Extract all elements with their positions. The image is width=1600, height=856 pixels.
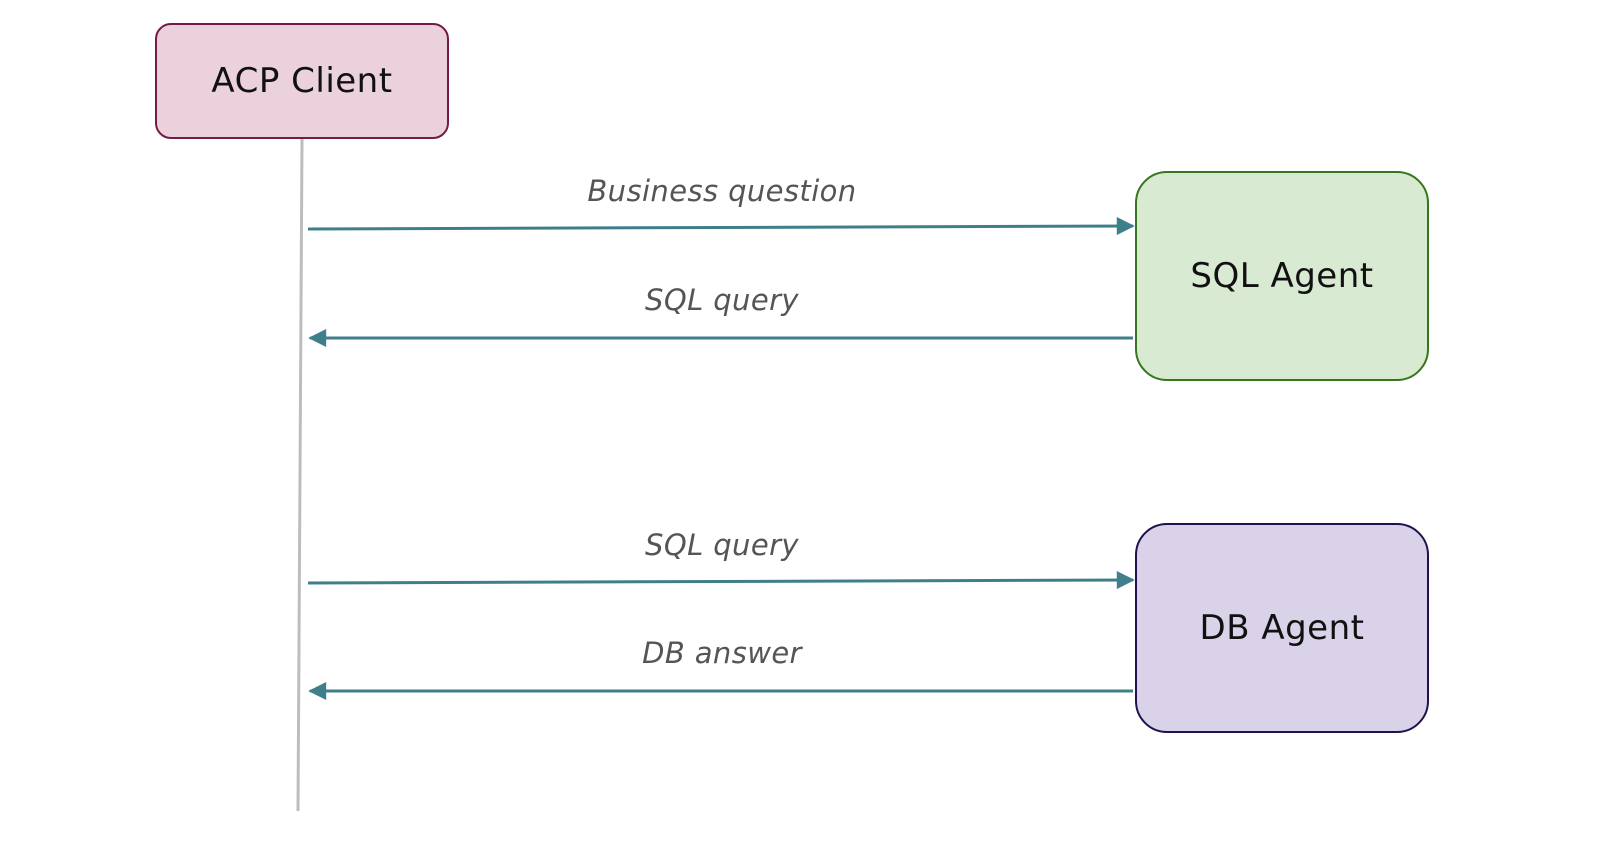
message-label-sql-query-to-db: SQL query [645,528,799,562]
message-label-sql-query-return: SQL query [645,283,799,317]
db-agent-label: DB Agent [1199,608,1365,648]
acp-client-box: ACP Client [155,23,449,139]
sql-agent-box: SQL Agent [1135,171,1429,381]
message-label-db-answer: DB answer [642,636,802,670]
arrow-business-question [307,217,1135,236]
client-lifeline [296,138,304,812]
message-label-business-question: Business question [587,174,857,208]
db-agent-box: DB Agent [1135,523,1429,733]
arrow-sql-query-to-db [307,571,1135,590]
sql-agent-label: SQL Agent [1190,256,1374,296]
acp-client-label: ACP Client [211,61,393,101]
